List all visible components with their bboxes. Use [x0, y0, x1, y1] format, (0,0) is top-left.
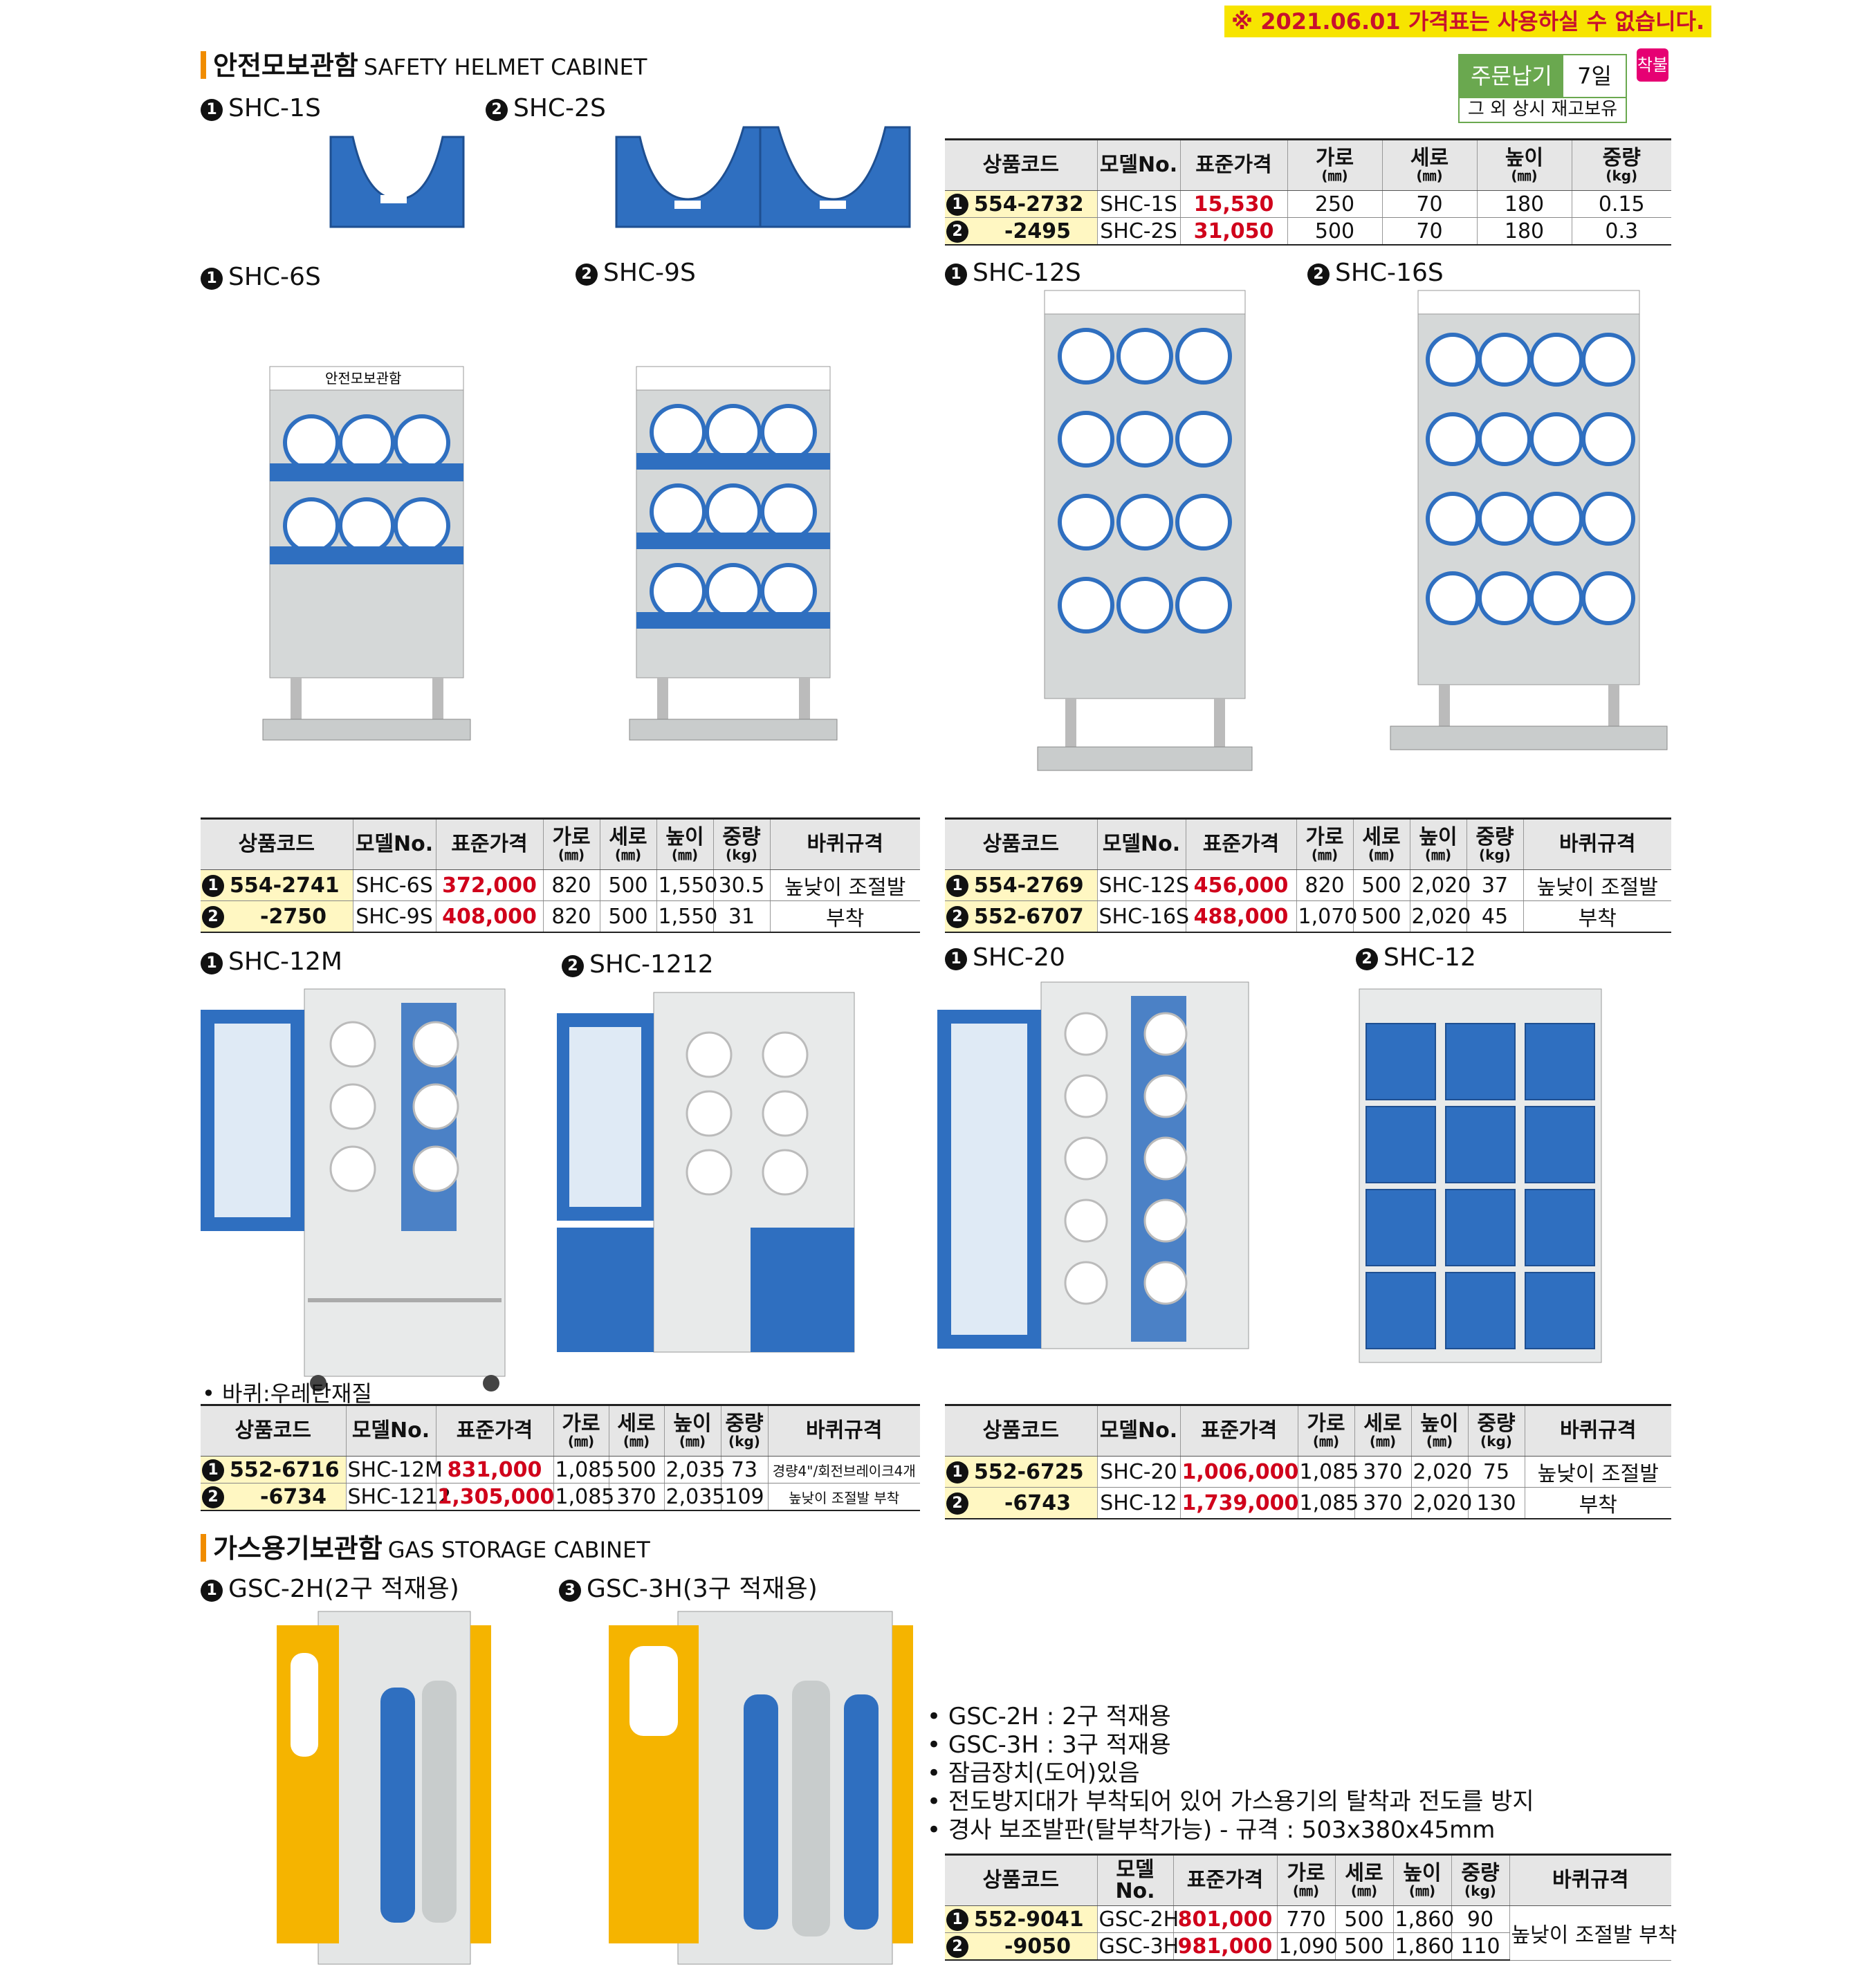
shc-1s-image — [329, 136, 465, 228]
shc-2s-image — [615, 126, 911, 228]
gas-note: • 경사 보조발판(탈부착가능) - 규격 : 503x380x45mm — [927, 1816, 1496, 1844]
shc-16s-image — [1390, 290, 1668, 750]
stock-note: 그 외 상시 재고보유 — [1458, 97, 1627, 123]
order-label: 주문납기 — [1460, 55, 1563, 97]
shc-12s-image — [1037, 290, 1253, 771]
shc-9s-image — [629, 366, 838, 741]
section-bar — [201, 1534, 206, 1562]
price-notice: ※ 2021.06.01 가격표는 사용하실 수 없습니다. — [1224, 6, 1712, 37]
gas-note: • 잠금장치(도어)있음 — [927, 1759, 1140, 1787]
gas-feature-list: • GSC-2H : 2구 적재용 • GSC-3H : 3구 적재용 • 잠금… — [927, 1703, 1534, 1845]
shc-6s-image: 안전모보관함 — [262, 366, 471, 741]
gsc-3h-image — [609, 1611, 913, 1965]
order-days: 7일 — [1577, 63, 1612, 89]
shc-20-image — [937, 981, 1249, 1349]
shc-12-image — [1359, 988, 1602, 1363]
gas-note: • GSC-2H : 2구 적재용 — [927, 1703, 1171, 1730]
gas-note: • 전도방지대가 부착되어 있어 가스용기의 탈착과 전도를 방지 — [927, 1788, 1534, 1815]
gas-note: • GSC-3H : 3구 적재용 — [927, 1731, 1171, 1759]
gsc-2h-image — [277, 1611, 491, 1965]
section-bar — [201, 51, 206, 79]
cabinet-sign-text: 안전모보관함 — [325, 370, 401, 387]
cod-badge: 착불 — [1637, 48, 1668, 82]
shc-12m-image — [201, 988, 506, 1392]
wheel-note: • 바퀴:우레탄재질 — [202, 1380, 372, 1407]
order-lead-time: 주문납기 7일 — [1458, 54, 1627, 98]
shc-1212-image — [557, 992, 855, 1353]
